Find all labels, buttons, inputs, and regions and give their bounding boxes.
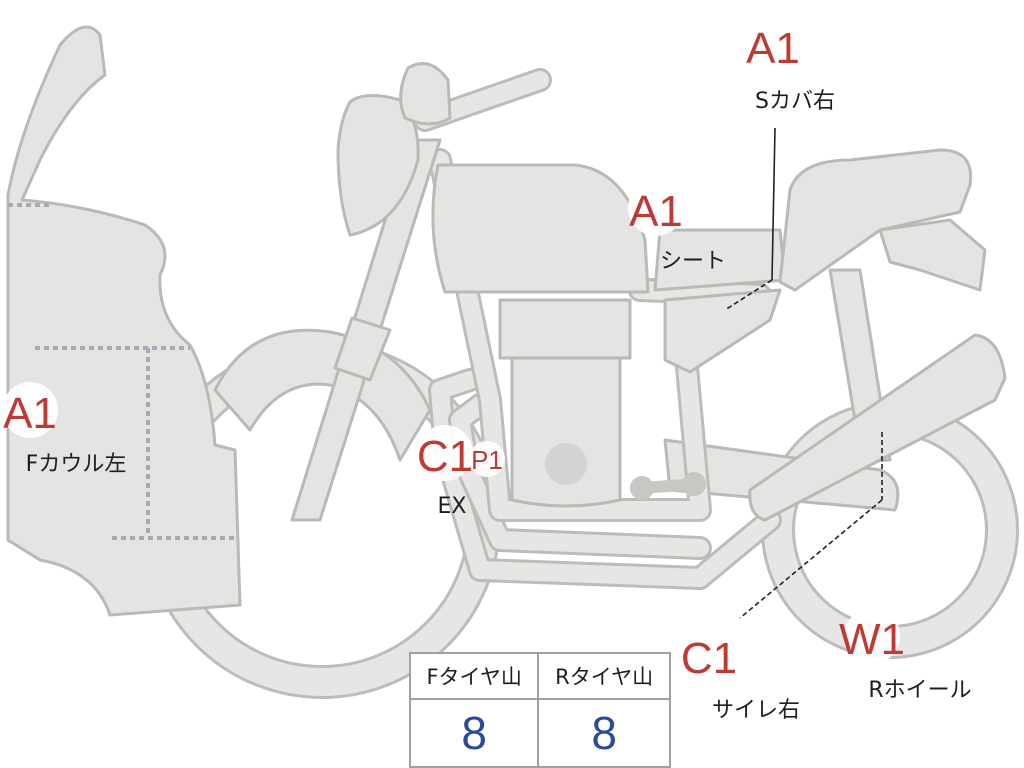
damage-code: A1 [629,187,683,236]
damage-code: C1 [417,432,473,481]
front-tire-tread-header: Fタイヤ山 [408,652,540,700]
part-name: Rホイール [868,678,971,703]
callout-rwheel: W1 Rホイール [839,608,972,703]
rear-tire-tread-value: 8 [537,698,671,768]
callout-fcowl-left: A1 Fカウル左 [2,382,126,477]
damage-code: W1 [839,615,905,664]
damage-subcode: P1 [471,445,503,475]
side-cover [663,288,782,374]
handlebar [399,62,552,132]
table-row: 8 8 [408,698,671,768]
part-name: サイレ右 [712,698,800,723]
leader-lines [724,127,883,619]
front-fork [290,138,442,522]
footrest [630,472,706,500]
damage-code: A1 [746,24,800,73]
front-cowl [6,25,242,617]
table-header-row: Fタイヤ山 Rタイヤ山 [408,652,671,700]
silencer [748,333,1007,522]
callout-silencer-right: C1 サイレ右 [681,627,800,723]
engine [498,298,632,508]
part-name: Sカバ右 [755,89,835,114]
seat-tail [778,148,973,292]
rear-tire-tread-header: Rタイヤ山 [537,652,671,700]
part-name: Fカウル左 [26,452,127,477]
tire-tread-table: Fタイヤ山 Rタイヤ山 8 8 [408,652,671,768]
damage-code: A1 [3,389,57,438]
part-name: シート [660,249,726,274]
exhaust-pipes [428,368,782,590]
part-name: EX [438,494,467,519]
front-tire-tread-value: 8 [408,698,540,768]
fuel-tank [431,163,650,294]
callout-seat: A1 シート [628,180,726,274]
callout-scover-right: A1 Sカバ右 [745,17,835,114]
damage-code: C1 [681,634,737,683]
callout-exhaust: C1 P1 EX [417,425,505,519]
rear-fender [878,218,987,292]
